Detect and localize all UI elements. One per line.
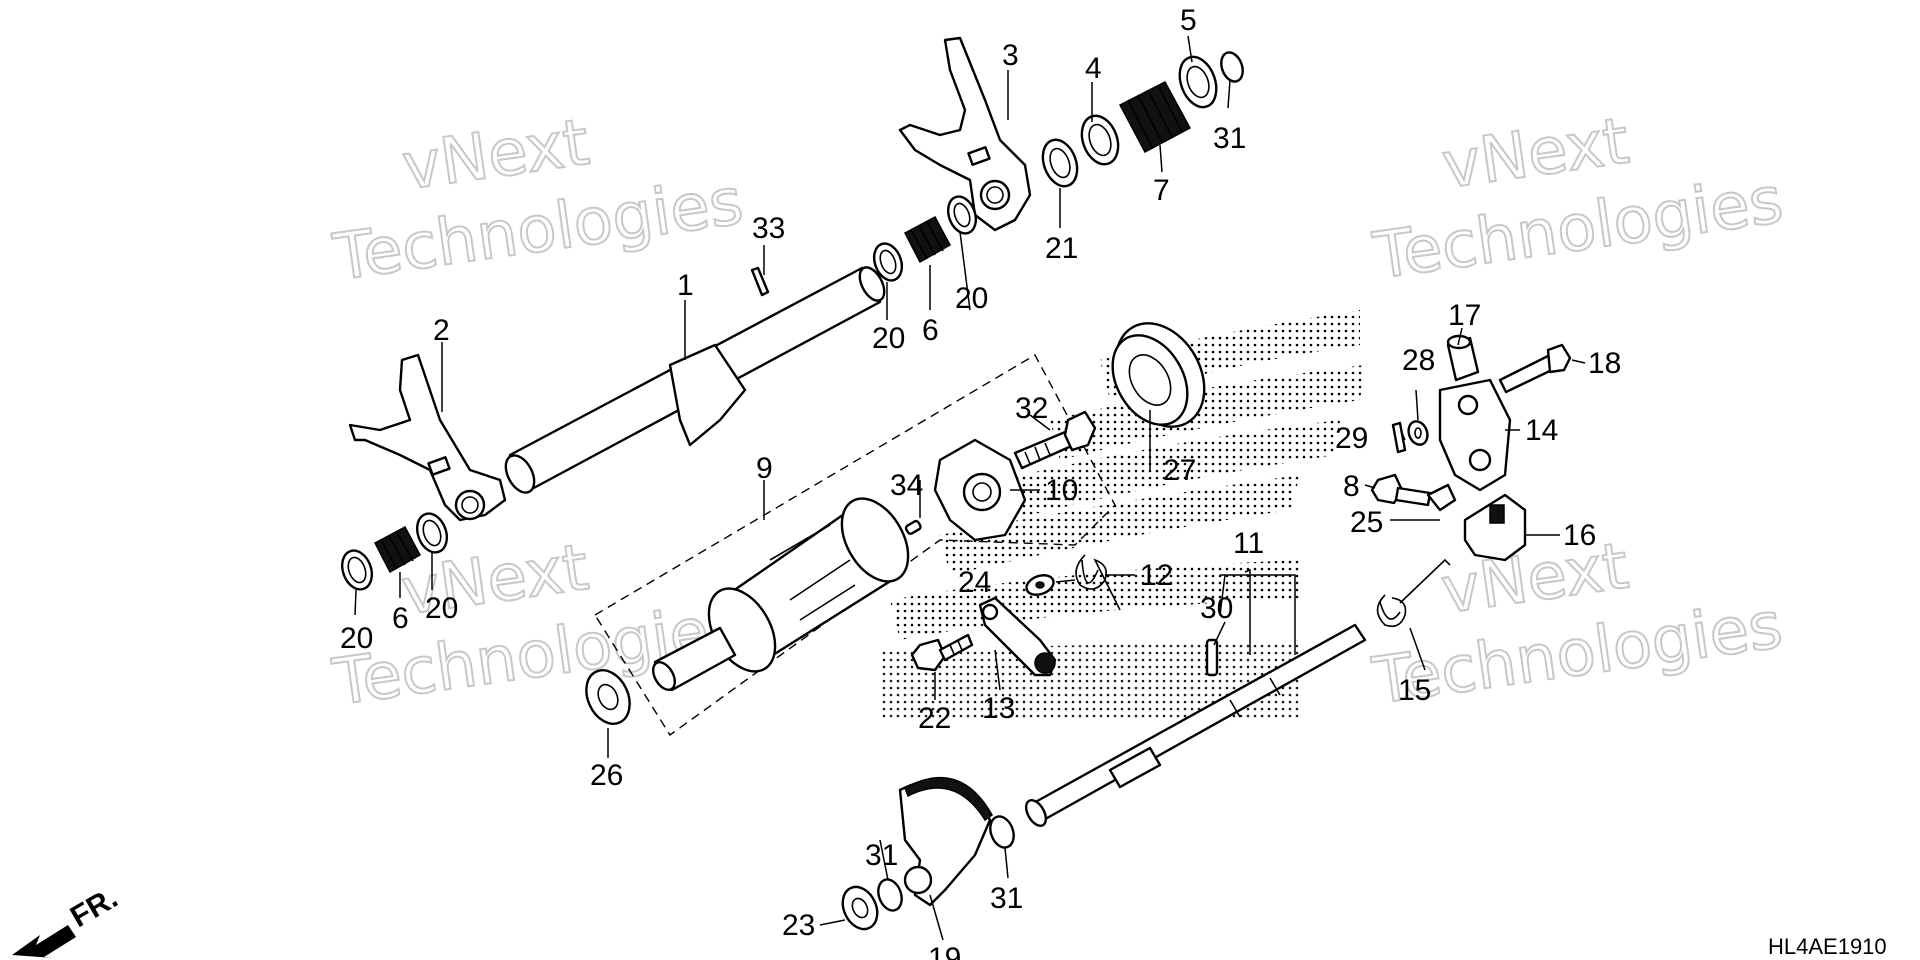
callout-17: 17 xyxy=(1448,299,1481,332)
part-3-shift-fork xyxy=(898,36,1032,232)
callout-6: 6 xyxy=(392,602,409,635)
front-direction-label: FR. xyxy=(65,881,123,934)
part-4-collar xyxy=(1080,114,1120,166)
callout-20: 20 xyxy=(425,592,458,625)
part-31-circlip xyxy=(1220,51,1244,83)
assembly-outline-9 xyxy=(594,354,1116,737)
callout-8: 8 xyxy=(1343,470,1360,503)
callout-19: 19 xyxy=(928,942,961,960)
part-21-washer xyxy=(1041,138,1079,188)
part-5-washer xyxy=(1178,55,1218,109)
callout-21: 21 xyxy=(1045,232,1078,265)
stippled-logo-background xyxy=(880,310,1365,720)
callout-20: 20 xyxy=(872,322,905,355)
part-22-bolt xyxy=(910,633,974,672)
part-29-pin xyxy=(1391,421,1407,454)
callout-labels: 1 2 3 4 5 6 6 7 8 9 10 11 12 13 14 15 16… xyxy=(340,4,1621,960)
callout-12: 12 xyxy=(1140,559,1173,592)
part-20-washer xyxy=(415,512,449,554)
front-direction-arrow: FR. xyxy=(12,881,123,958)
callout-22: 22 xyxy=(918,702,951,735)
watermark-top-right: vNext Technologies xyxy=(1368,103,1788,295)
part-8-bolt xyxy=(1370,473,1432,507)
part-9-shift-drum xyxy=(651,497,910,692)
callout-32: 32 xyxy=(1015,392,1048,425)
callout-1: 1 xyxy=(677,269,694,302)
part-13-stopper-arm xyxy=(978,596,1057,677)
callout-26: 26 xyxy=(590,759,623,792)
callout-10: 10 xyxy=(1045,474,1078,507)
part-31-circlip xyxy=(877,878,903,912)
callout-33: 33 xyxy=(752,212,785,245)
callout-28: 28 xyxy=(1402,344,1435,377)
callout-20: 20 xyxy=(340,622,373,655)
callout-18: 18 xyxy=(1588,347,1621,380)
part-2-shift-fork xyxy=(348,353,507,522)
callout-20: 20 xyxy=(955,282,988,315)
part-14-stopper-plate xyxy=(1438,378,1512,492)
callout-25: 25 xyxy=(1350,506,1383,539)
part-26-washer xyxy=(585,669,631,725)
part-12-spring xyxy=(1075,554,1121,611)
part-16-bracket xyxy=(1463,493,1527,562)
part-20-washer xyxy=(340,549,374,591)
part-6-spring xyxy=(373,525,422,574)
part-24-washer xyxy=(1025,574,1055,596)
part-6-spring xyxy=(903,215,952,264)
callout-6: 6 xyxy=(922,314,939,347)
callout-11: 11 xyxy=(1233,527,1264,560)
part-30-pin xyxy=(1205,638,1219,677)
callout-16: 16 xyxy=(1563,519,1596,552)
part-17-collar xyxy=(1446,334,1480,382)
callout-23: 23 xyxy=(782,909,815,942)
callout-29: 29 xyxy=(1335,422,1368,455)
callout-27: 27 xyxy=(1163,454,1196,487)
leader-lines xyxy=(354,35,1586,941)
watermark-top-left: vNext Technologies xyxy=(328,105,748,297)
part-23-washer xyxy=(841,885,879,931)
callout-13: 13 xyxy=(982,692,1015,725)
part-20-washer xyxy=(872,242,904,282)
callout-7: 7 xyxy=(1153,174,1170,207)
callout-14: 14 xyxy=(1525,414,1558,447)
part-25-pin xyxy=(1426,483,1457,512)
part-31-circlip xyxy=(989,815,1015,849)
part-7-spring xyxy=(1118,80,1192,154)
part-28-washer xyxy=(1407,420,1429,446)
part-19-gear-arm xyxy=(898,776,993,907)
part-10-drum-center xyxy=(933,438,1027,542)
callout-31: 31 xyxy=(865,839,898,872)
part-18-bolt xyxy=(1498,343,1572,394)
callout-31: 31 xyxy=(1213,122,1246,155)
part-1-fork-shaft xyxy=(504,266,886,494)
part-32-bolt xyxy=(1013,410,1097,470)
callout-15: 15 xyxy=(1398,674,1431,707)
callout-31: 31 xyxy=(990,882,1023,915)
part-34-pin xyxy=(904,519,922,535)
part-15-spring xyxy=(1376,558,1451,628)
part-27-bearing xyxy=(1111,322,1206,428)
callout-3: 3 xyxy=(1002,39,1019,72)
callout-5: 5 xyxy=(1180,4,1197,37)
part-20-washer xyxy=(946,195,978,235)
part-11-shift-spindle xyxy=(1024,623,1367,827)
callout-34: 34 xyxy=(890,469,923,502)
callout-9: 9 xyxy=(756,452,773,485)
part-33-pin xyxy=(750,266,770,297)
callout-4: 4 xyxy=(1085,52,1102,85)
callout-24: 24 xyxy=(958,566,991,599)
diagram-code: HL4AE1910 xyxy=(1768,934,1887,959)
front-direction-arrow-icon xyxy=(12,925,76,958)
callout-30: 30 xyxy=(1200,592,1233,625)
callout-2: 2 xyxy=(433,314,450,347)
